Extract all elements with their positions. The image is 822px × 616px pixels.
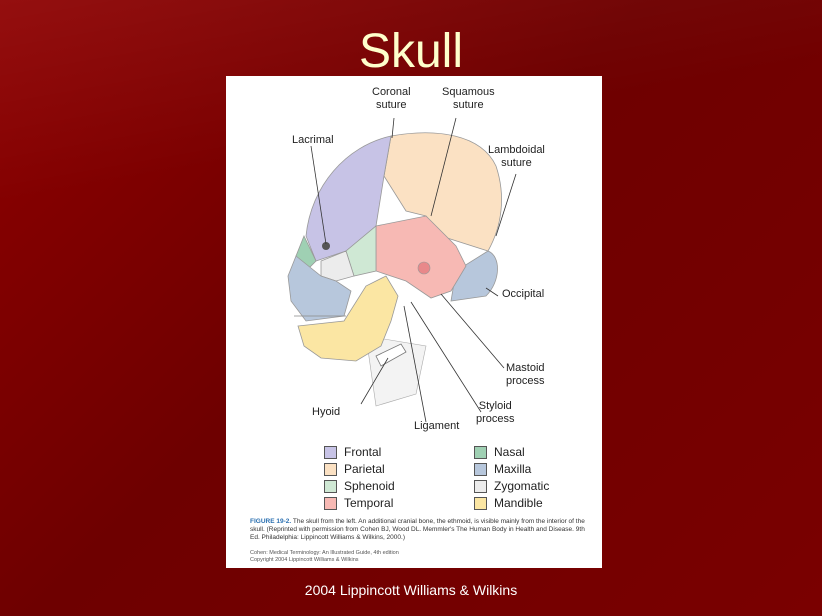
legend-swatch-sphenoid <box>324 480 337 493</box>
label-hyoid: Hyoid <box>312 406 341 418</box>
legend-swatch-temporal <box>324 497 337 510</box>
label-occipital: Occipital <box>502 288 545 300</box>
figure-credit-line1: Cohen: Medical Terminology: An Illustrat… <box>250 550 399 556</box>
label-lambdoidal-suture: Lambdoidal suture <box>488 144 545 169</box>
legend-label-parietal: Parietal <box>344 462 385 476</box>
figure-caption-label: FIGURE 19-2. <box>250 518 292 525</box>
legend-label-mandible: Mandible <box>494 496 543 510</box>
skull-illustration <box>287 117 517 423</box>
slide-footer: 2004 Lippincott Williams & Wilkins <box>304 582 518 598</box>
legend-swatch-frontal <box>324 446 337 459</box>
label-squamous-suture: Squamous suture <box>442 86 495 111</box>
lacrimal-point <box>322 242 330 250</box>
legend-label-temporal: Temporal <box>344 496 394 510</box>
legend-swatch-nasal <box>474 446 487 459</box>
occipital-bone <box>450 250 498 302</box>
legend-label-zygomatic: Zygomatic <box>494 479 550 493</box>
label-coronal-suture: Coronal suture <box>372 86 411 111</box>
legend-label-sphenoid: Sphenoid <box>344 479 395 493</box>
label-styloid-process: Styloid process <box>476 400 515 425</box>
figure-caption-text: The skull from the left. An additional c… <box>250 518 585 541</box>
leader-lines <box>310 117 517 423</box>
label-ligament: Ligament <box>414 420 460 432</box>
legend-swatch-maxilla <box>474 463 487 476</box>
legend-swatch-parietal <box>324 463 337 476</box>
figure-credit-line2: Copyright 2004 Lippincott Williams & Wil… <box>250 557 359 563</box>
mandible-bone <box>297 275 399 362</box>
figure-caption: FIGURE 19-2. The skull from the left. An… <box>250 518 586 542</box>
zygomatic-bone <box>320 250 355 282</box>
ear-canal <box>417 261 431 275</box>
legend-swatch-zygomatic <box>474 480 487 493</box>
temporal-bone <box>375 215 467 299</box>
legend-swatch-mandible <box>474 497 487 510</box>
label-mastoid-process: Mastoid process <box>506 362 545 387</box>
legend-label-nasal: Nasal <box>494 445 525 459</box>
legend-label-maxilla: Maxilla <box>494 462 532 476</box>
label-lacrimal: Lacrimal <box>292 134 334 146</box>
legend-label-frontal: Frontal <box>344 445 382 459</box>
slide-title: Skull <box>358 25 464 78</box>
hyoid-bone <box>375 343 407 367</box>
figure-credit: Cohen: Medical Terminology: An Illustrat… <box>250 550 550 564</box>
skull-figure: Coronal suture Squamous suture Lacrimal … <box>226 76 602 568</box>
